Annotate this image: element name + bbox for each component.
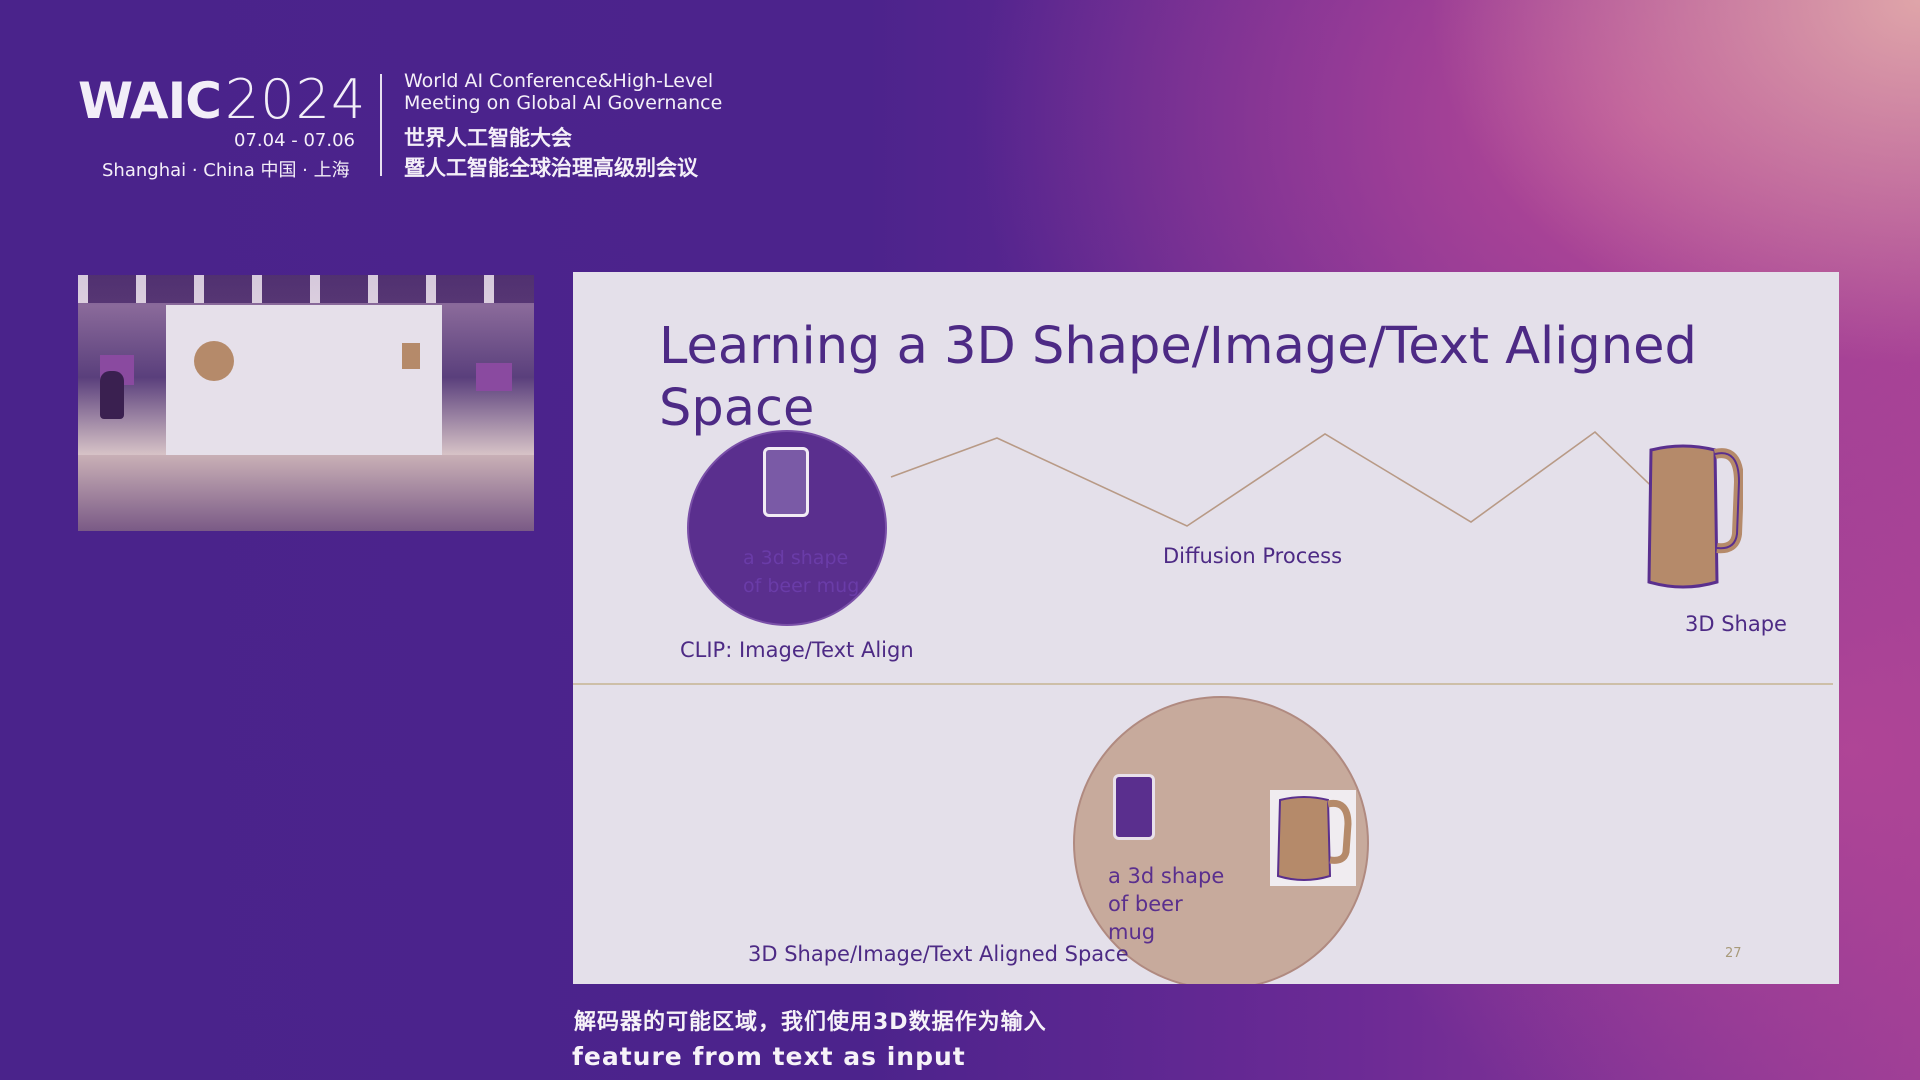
conference-location: Shanghai · China 中国 · 上海 [102,160,350,181]
clip-circle-text-1: a 3d shape [743,547,849,569]
projected-circle [194,341,234,381]
beer-can-image [763,447,809,517]
stage-sign-right [476,363,512,391]
projected-slide [166,305,442,460]
conference-title-cn-2: 暨人工智能全球治理高级别会议 [404,156,698,180]
subtitle-english: feature from text as input [572,1042,966,1071]
presentation-slide: Learning a 3D Shape/Image/Text Aligned S… [573,272,1839,984]
aligned-circle-text: a 3d shape of beer mug [1108,862,1224,946]
clip-circle-text: a 3d shape of beer mug [743,544,859,600]
logo-year-text: 2024 [224,68,367,131]
clip-label: CLIP: Image/Text Align [680,638,914,662]
slide-title: Learning a 3D Shape/Image/Text Aligned S… [659,317,1697,438]
diffusion-process-label: Diffusion Process [1163,544,1343,568]
subtitle-chinese: 解码器的可能区域，我们使用3D数据作为输入 [574,1010,1047,1035]
aligned-space-label: 3D Shape/Image/Text Aligned Space [748,942,1129,966]
logo-waic-text: WAIC [78,72,222,130]
beer-mug-3d-icon [1647,444,1743,589]
clip-circle-text-2: of beer mug [743,575,860,597]
aligned-circle-text-1: a 3d shape [1108,864,1225,888]
conference-title-cn-1: 世界人工智能大会 [404,126,572,150]
speaker-figure [100,371,124,419]
conference-dates: 07.04 - 07.06 [234,130,355,151]
projected-mug [402,343,420,369]
aligned-circle-text-3: mug [1108,920,1156,944]
conference-title-en-2: Meeting on Global AI Governance [404,92,723,114]
slide-page-number: 27 [1725,946,1742,961]
3d-shape-label: 3D Shape [1685,612,1787,636]
ceiling-lights [78,275,534,303]
aligned-circle-text-2: of beer [1108,892,1183,916]
header-divider [380,74,382,176]
mug-image-box [1270,790,1356,886]
waic-logo: WAIC2024 [78,68,366,131]
conference-title-en-1: World AI Conference&High-Level [404,70,714,92]
slide-divider [573,683,1833,685]
beer-mug-small-icon [1276,796,1352,881]
audience-area [78,455,534,531]
beer-can-image-small [1113,774,1155,840]
camera-video-feed [78,275,534,531]
